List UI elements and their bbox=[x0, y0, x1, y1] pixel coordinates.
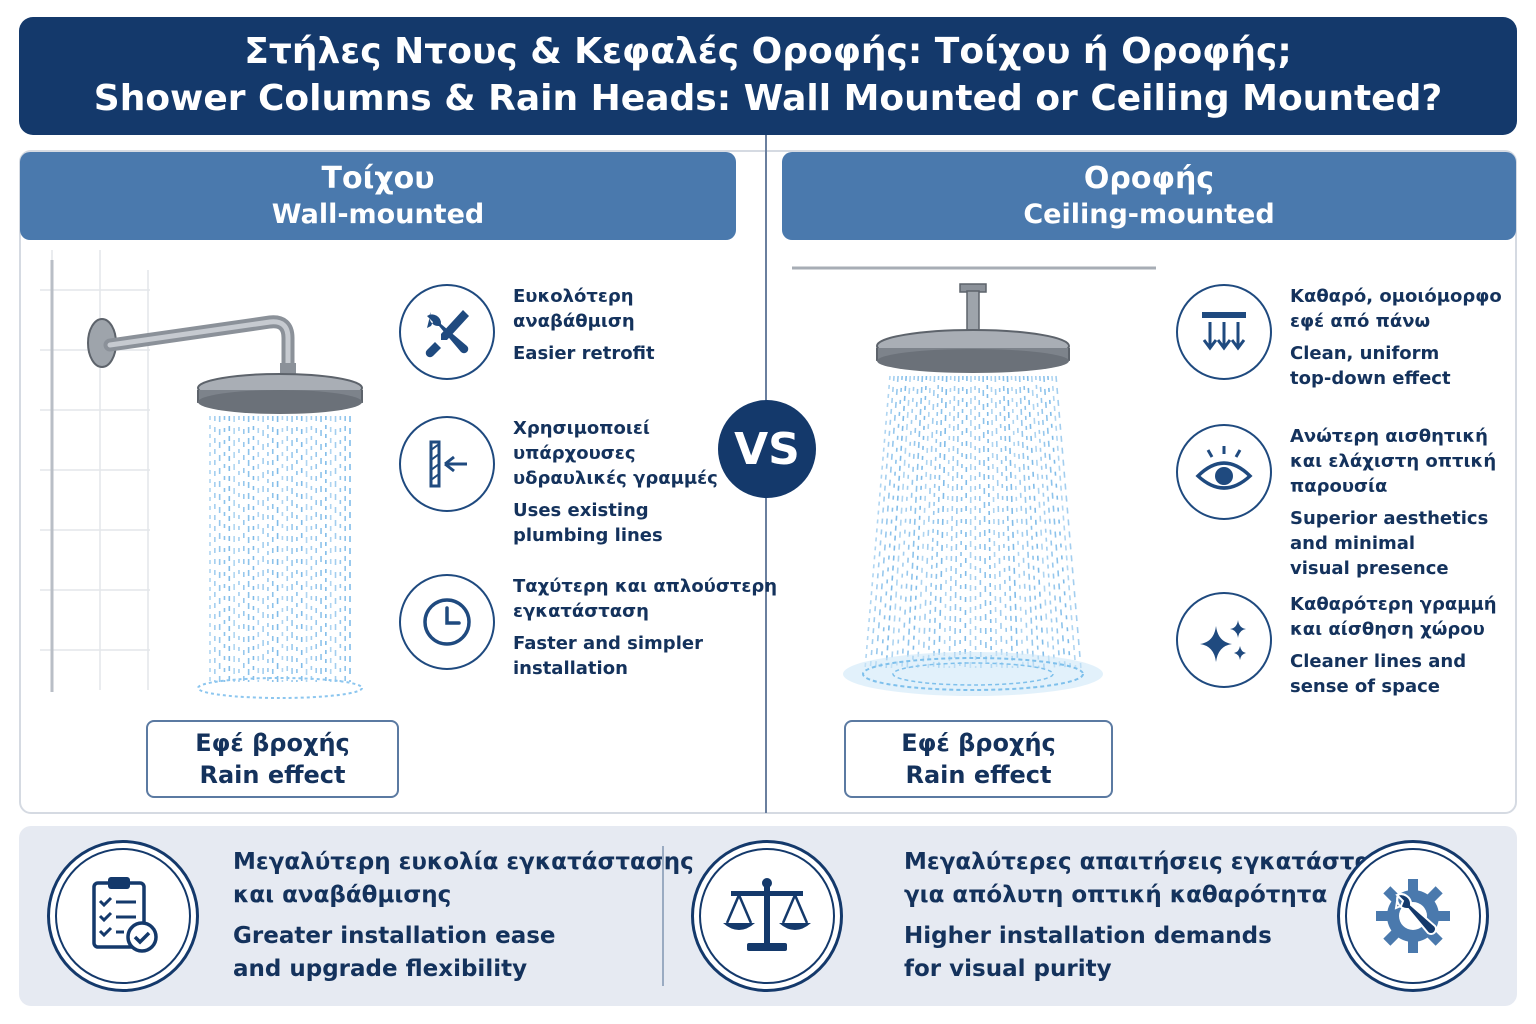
title-banner: Στήλες Ντους & Κεφαλές Οροφής: Τοίχου ή … bbox=[19, 17, 1517, 135]
clipboard-checklist-icon bbox=[47, 840, 199, 992]
gear-wrench-icon bbox=[1337, 840, 1489, 992]
rain-stream bbox=[1006, 375, 1019, 669]
clock-icon bbox=[399, 574, 495, 670]
wall-heading-greek: Τοίχου bbox=[321, 161, 435, 197]
feature-greek: Χρησιμοποιεί υπάρχουσες υδραυλικές γραμμ… bbox=[513, 418, 718, 489]
rain-stream bbox=[880, 375, 903, 669]
rain-stream bbox=[969, 375, 972, 669]
feature-faster-installation: Ταχύτερη και απλούστερη εγκατάσταση Fast… bbox=[399, 574, 777, 681]
rain-stream bbox=[1051, 375, 1077, 669]
rain-stream bbox=[1039, 375, 1061, 669]
wall-rain-streams bbox=[209, 416, 351, 682]
rain-stream bbox=[1047, 375, 1072, 669]
summary-ceiling-greek: Μεγαλύτερες απαιτήσεις εγκατάστασης για … bbox=[904, 849, 1419, 908]
ceiling-heading-english: Ceiling-mounted bbox=[1023, 198, 1275, 230]
eye-icon bbox=[1176, 424, 1272, 520]
ceiling-shower-illustration bbox=[792, 266, 1156, 696]
rain-stream bbox=[953, 375, 960, 669]
rain-stream bbox=[1030, 375, 1051, 669]
feature-english: Easier retrofit bbox=[513, 343, 655, 364]
summary-ceiling-english: Higher installation demands for visual p… bbox=[904, 923, 1272, 982]
wall-heading-english: Wall-mounted bbox=[271, 198, 485, 230]
rain-stream bbox=[1014, 375, 1030, 669]
rain-stream bbox=[974, 375, 977, 669]
rain-stream bbox=[927, 375, 940, 669]
summary-wall-english: Greater installation ease and upgrade fl… bbox=[233, 923, 556, 982]
feature-cleaner-lines: Καθαρότερη γραμμή και αίσθηση χώρου Clea… bbox=[1176, 592, 1497, 699]
rain-stream bbox=[990, 375, 998, 669]
rain-stream bbox=[1002, 375, 1014, 669]
summary-wall-greek: Μεγαλύτερη ευκολία εγκατάστασης και αναβ… bbox=[233, 849, 694, 908]
rain-stream bbox=[1034, 375, 1056, 669]
title-greek: Στήλες Ντους & Κεφαλές Οροφής: Τοίχου ή … bbox=[244, 31, 1292, 73]
rain-label-greek: Εφέ βροχής bbox=[195, 729, 350, 757]
rain-stream bbox=[998, 375, 1009, 669]
rain-stream bbox=[1055, 375, 1082, 669]
ceiling-rain-streams bbox=[864, 375, 1082, 669]
rain-stream bbox=[1018, 375, 1035, 669]
feature-superior-aesthetics: Ανώτερη αισθητική και ελάχιστη οπτική πα… bbox=[1176, 424, 1496, 581]
down-arrows-icon bbox=[1176, 284, 1272, 380]
rain-stream bbox=[978, 375, 982, 669]
rain-stream bbox=[1010, 375, 1024, 669]
rain-stream bbox=[959, 375, 964, 669]
feature-greek: Ευκολότερη αναβάθμιση bbox=[513, 286, 635, 332]
wall-rain-effect-label: Εφέ βροχής Rain effect bbox=[146, 720, 399, 798]
rain-stream bbox=[1022, 375, 1040, 669]
sparkle-icon bbox=[1176, 592, 1272, 688]
rain-stream bbox=[994, 375, 1003, 669]
feature-english: Superior aesthetics and minimal visual p… bbox=[1290, 508, 1489, 579]
feature-greek: Ανώτερη αισθητική και ελάχιστη οπτική πα… bbox=[1290, 426, 1497, 497]
rain-stream bbox=[901, 375, 920, 669]
wall-arrow-icon bbox=[399, 416, 495, 512]
rain-stream bbox=[1043, 375, 1066, 669]
summary-wall: Μεγαλύτερη ευκολία εγκατάστασης και αναβ… bbox=[233, 846, 694, 986]
ceiling-heading-greek: Οροφής bbox=[1083, 161, 1215, 197]
feature-english: Cleaner lines and sense of space bbox=[1290, 651, 1467, 697]
rain-stream bbox=[885, 375, 907, 669]
wall-mounted-heading: Τοίχου Wall-mounted bbox=[20, 152, 736, 240]
rain-stream bbox=[890, 375, 912, 669]
feature-english: Uses existing plumbing lines bbox=[513, 500, 663, 546]
rain-stream bbox=[943, 375, 952, 669]
rain-stream bbox=[964, 375, 968, 669]
title-english: Shower Columns & Rain Heads: Wall Mounte… bbox=[93, 78, 1443, 119]
rain-label-english: Rain effect bbox=[199, 761, 346, 789]
feature-easier-retrofit: Ευκολότερη αναβάθμιση Easier retrofit bbox=[399, 284, 655, 380]
tools-icon bbox=[399, 284, 495, 380]
feature-uniform-effect: Καθαρό, ομοιόμορφο εφέ από πάνω Clean, u… bbox=[1176, 284, 1502, 391]
rain-stream bbox=[906, 375, 924, 669]
summary-ceiling: Μεγαλύτερες απαιτήσεις εγκατάστασης για … bbox=[904, 846, 1418, 986]
rain-stream bbox=[986, 375, 993, 669]
balance-scale-icon bbox=[691, 840, 843, 992]
vs-badge: VS bbox=[718, 400, 816, 498]
rain-stream bbox=[864, 375, 891, 669]
wall-shower-illustration bbox=[40, 250, 363, 699]
rain-stream bbox=[932, 375, 944, 669]
feature-greek: Καθαρό, ομοιόμορφο εφέ από πάνω bbox=[1290, 286, 1502, 332]
rain-label-english: Rain effect bbox=[905, 761, 1052, 789]
rain-stream bbox=[948, 375, 956, 669]
rain-stream bbox=[916, 375, 932, 669]
rain-stream bbox=[1026, 375, 1045, 669]
rain-stream bbox=[982, 375, 987, 669]
rain-stream bbox=[874, 375, 899, 669]
ceiling-rain-effect-label: Εφέ βροχής Rain effect bbox=[844, 720, 1113, 798]
rain-label-greek: Εφέ βροχής bbox=[901, 729, 1056, 757]
feature-english: Faster and simpler installation bbox=[513, 633, 703, 679]
summary-divider bbox=[662, 846, 664, 986]
rain-stream bbox=[895, 375, 916, 669]
feature-existing-plumbing: Χρησιμοποιεί υπάρχουσες υδραυλικές γραμμ… bbox=[399, 416, 718, 548]
rain-stream bbox=[911, 375, 928, 669]
ceiling-mounted-heading: Οροφής Ceiling-mounted bbox=[782, 152, 1516, 240]
feature-english: Clean, uniform top-down effect bbox=[1290, 343, 1451, 389]
rain-stream bbox=[937, 375, 948, 669]
rain-stream bbox=[922, 375, 936, 669]
feature-greek: Καθαρότερη γραμμή και αίσθηση χώρου bbox=[1290, 594, 1497, 640]
feature-greek: Ταχύτερη και απλούστερη εγκατάσταση bbox=[513, 576, 778, 622]
rain-stream bbox=[869, 375, 895, 669]
